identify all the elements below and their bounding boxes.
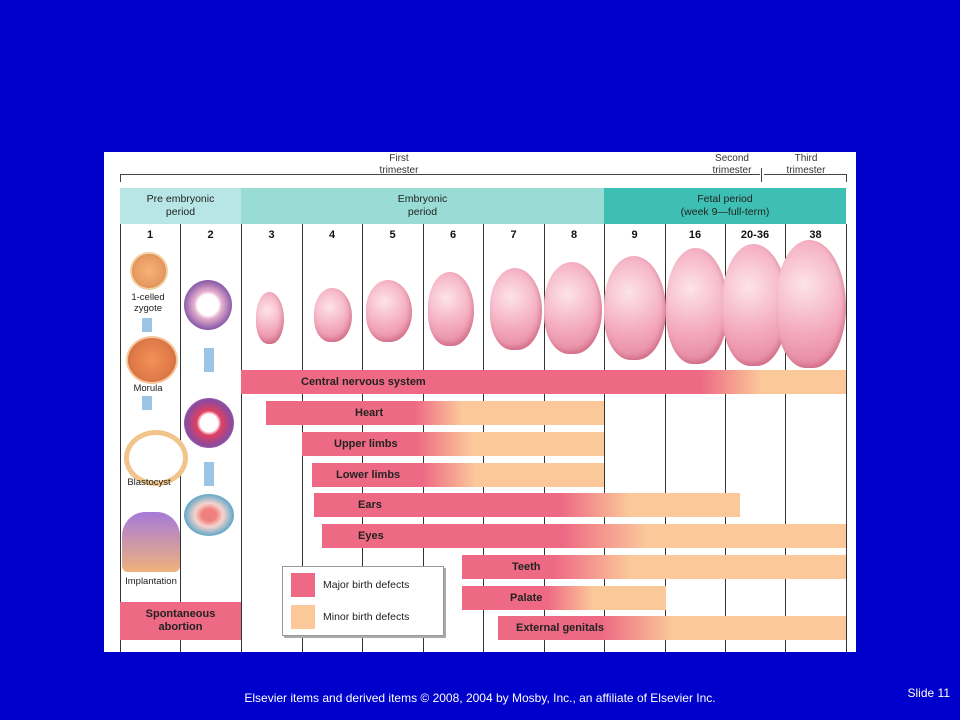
column-divider [665, 224, 666, 652]
week-number: 5 [389, 229, 396, 241]
embryo-week5-illustration [366, 280, 412, 342]
arrow-down-icon [204, 462, 214, 486]
bar-label: Ears [358, 499, 382, 511]
week-number: 2 [207, 229, 214, 241]
legend-swatch-minor [291, 605, 315, 629]
arrow-down-icon [204, 348, 214, 372]
third-trimester-tick-right [846, 174, 847, 182]
bar-upper-limbs: Upper limbs [302, 432, 604, 456]
arrow-down-icon [142, 396, 152, 410]
morula-illustration [126, 336, 178, 384]
fetus-week16-illustration [666, 248, 728, 364]
embryo-week4-illustration [314, 288, 352, 342]
second-trimester-bracket [700, 174, 760, 175]
legend-label-major: Major birth defects [323, 579, 410, 591]
first-trimester-bracket [120, 174, 700, 175]
bar-palate: Palate [462, 586, 666, 610]
third-trimester-bracket [764, 174, 846, 175]
pre-embryonic-period-header: Pre embryonic period [120, 188, 241, 224]
week-number: 4 [328, 229, 336, 241]
blastocyst-illustration [124, 430, 188, 486]
spontaneous-abortion-box: Spontaneous abortion [120, 602, 241, 640]
bar-central-nervous-system: Central nervous system [241, 370, 846, 394]
week-number: 6 [449, 229, 457, 241]
blastocyst-label: Blastocyst [127, 477, 171, 488]
week-number: 8 [570, 229, 578, 241]
bar-label: Heart [355, 407, 384, 419]
legend: Major birth defects Minor birth defects [282, 566, 444, 636]
column-divider [785, 224, 786, 652]
bar-label: External genitals [516, 622, 605, 634]
implantation-illustration [122, 512, 180, 572]
bar-lower-limbs: Lower limbs [312, 463, 604, 487]
fetus-week9-illustration [604, 256, 666, 360]
spontaneous-abortion-label: Spontaneous abortion [145, 608, 216, 633]
morula-label: Morula [133, 383, 163, 394]
week-number: 1 [146, 229, 154, 241]
first-trimester-label: First trimester [379, 153, 419, 176]
bar-teeth: Teeth [462, 555, 846, 579]
legend-swatch-major [291, 573, 315, 597]
bar-label: Central nervous system [301, 376, 426, 388]
first-trimester-tick-left [120, 174, 121, 182]
bar-label: Lower limbs [336, 469, 401, 481]
bar-ears: Ears [314, 493, 740, 517]
third-trimester-label: Third trimester [786, 153, 826, 176]
fetal-period-header: Fetal period (week 9—full-term) [604, 188, 846, 224]
column-divider [241, 224, 242, 652]
column-divider [725, 224, 726, 652]
birth-defects-timeline-figure: First trimester Second trimester Third t… [104, 152, 856, 652]
second-trimester-label: Second trimester [712, 153, 752, 176]
slide-number: Slide 11 [907, 686, 950, 700]
second-trimester-tick [761, 168, 762, 182]
column-divider [180, 224, 181, 652]
bar-label: Teeth [512, 561, 541, 573]
week-number: 3 [268, 229, 275, 241]
copyright-footer: Elsevier items and derived items © 2008,… [244, 691, 716, 705]
bar-label: Palate [510, 592, 543, 604]
week-number: 20-36 [740, 229, 770, 241]
bar-label: Upper limbs [334, 438, 398, 450]
week-number: 16 [688, 229, 702, 241]
column-divider [120, 224, 121, 652]
fetus-week38-illustration [776, 240, 846, 368]
bar-heart: Heart [266, 401, 604, 425]
column-divider [846, 224, 847, 652]
embryonic-period-header: Embryonic period [241, 188, 604, 224]
bar-label: Eyes [358, 530, 384, 542]
week2-embryo-illustration-2 [184, 398, 234, 448]
embryo-week8-illustration [544, 262, 602, 354]
zygote-illustration [130, 252, 168, 290]
embryo-week7-illustration [490, 268, 542, 350]
zygote-label: 1-celled zygote [131, 292, 165, 314]
week-number: 38 [809, 229, 822, 241]
embryo-week3-illustration [256, 292, 284, 344]
implantation-label: Implantation [125, 576, 177, 587]
bar-external-genitals: External genitals [498, 616, 846, 640]
bar-eyes: Eyes [322, 524, 846, 548]
embryo-week6-illustration [428, 272, 474, 346]
week2-embryo-illustration-1 [184, 280, 232, 330]
week-number: 7 [510, 229, 517, 241]
week-number: 9 [631, 229, 638, 241]
week2-embryo-illustration-3 [184, 494, 234, 536]
legend-label-minor: Minor birth defects [323, 611, 410, 623]
arrow-down-icon [142, 318, 152, 332]
column-divider [604, 224, 605, 652]
